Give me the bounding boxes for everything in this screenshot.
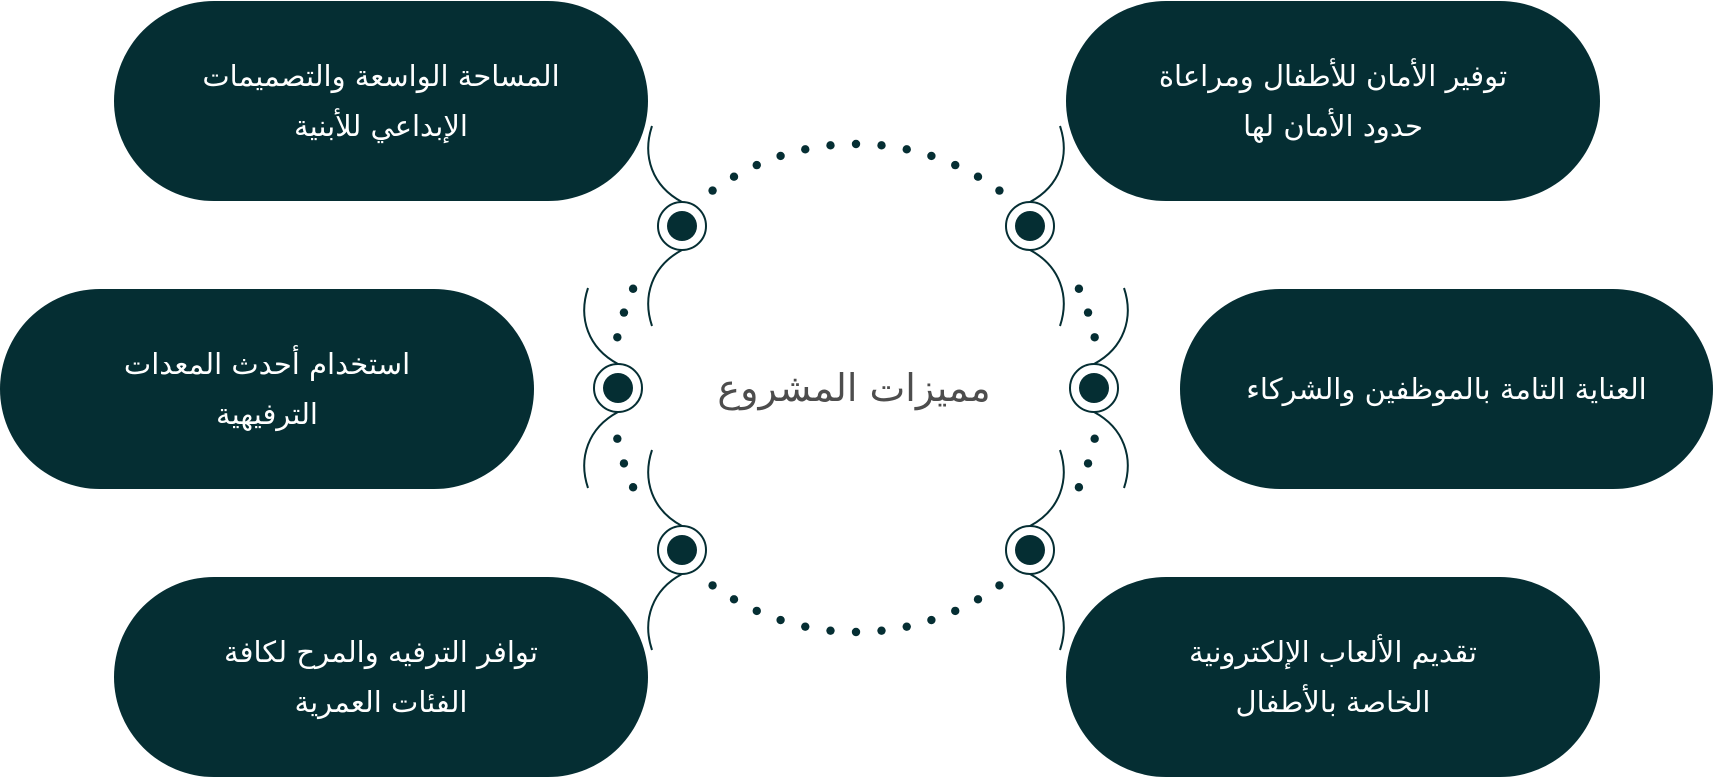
connector-curve-bottom-left <box>647 449 683 527</box>
circle-dot <box>902 622 911 631</box>
feature-text-line: الفئات العمرية <box>294 685 468 719</box>
feature-text-line: تقديم الألعاب الإلكترونية <box>1189 635 1477 669</box>
circle-dot <box>826 141 835 150</box>
connector-curve-mid-left <box>583 411 619 489</box>
circle-dot <box>1090 333 1099 342</box>
circle-dot <box>708 186 717 195</box>
connector-curve-mid-right <box>1093 411 1129 489</box>
feature-text-line: الخاصة بالأطفال <box>1235 685 1431 719</box>
circle-dot <box>752 606 761 616</box>
node-dot-mid-left <box>603 373 633 403</box>
node-ring-bottom-left <box>657 525 707 575</box>
circle-dot <box>776 151 785 161</box>
circle-dot <box>877 141 886 150</box>
node-dot-top-right <box>1015 211 1045 241</box>
connector-curve-mid-left <box>583 287 619 365</box>
node-ring-top-left <box>657 201 707 251</box>
feature-pill-bottom-right: تقديم الألعاب الإلكترونية الخاصة بالأطفا… <box>1066 577 1600 777</box>
circle-dot <box>927 615 936 625</box>
circle-dot <box>995 581 1004 590</box>
circle-dot <box>1083 459 1093 468</box>
circle-dot <box>729 595 739 604</box>
node-ring-top-right <box>1005 201 1055 251</box>
connector-curve-mid-right <box>1093 287 1129 365</box>
feature-text-line: الترفيهية <box>216 397 318 431</box>
connector-lines <box>583 125 1129 651</box>
circle-dot <box>628 483 638 492</box>
feature-text-line: حدود الأمان لها <box>1243 109 1423 143</box>
circle-dot <box>902 145 911 154</box>
feature-text-line: توفير الأمان للأطفال ومراعاة <box>1158 59 1508 93</box>
circle-dot <box>973 172 983 181</box>
feature-pill-top-left: المساحة الواسعة والتصميمات الإبداعي للأب… <box>114 1 648 201</box>
circle-dot <box>1083 308 1093 317</box>
node-dot-top-left <box>667 211 697 241</box>
circle-dot <box>619 308 629 317</box>
circle-dot <box>613 434 622 443</box>
circle-dot <box>1090 434 1099 443</box>
feature-pill-mid-left: استخدام أحدث المعدات الترفيهية <box>0 289 534 489</box>
connector-curve-top-left <box>647 125 683 203</box>
circle-dot <box>927 151 936 161</box>
circle-dot <box>613 333 622 342</box>
circle-dot <box>729 172 739 181</box>
connector-curve-bottom-left <box>647 573 683 651</box>
circle-dot <box>851 139 861 149</box>
circle-dot <box>995 186 1004 195</box>
circle-dot <box>826 626 835 635</box>
circle-dot <box>877 626 886 635</box>
circle-dot <box>752 160 761 170</box>
node-dot-mid-right <box>1079 373 1109 403</box>
circle-dot <box>619 459 629 468</box>
circle-dot <box>776 615 785 625</box>
feature-text-line: المساحة الواسعة والتصميمات <box>202 59 560 93</box>
feature-text-line: استخدام أحدث المعدات <box>123 347 411 381</box>
circle-dot <box>851 627 861 637</box>
connector-curve-top-right <box>1029 249 1065 327</box>
circle-dot <box>1074 284 1084 293</box>
circle-dot <box>801 145 810 154</box>
feature-pill-top-right: توفير الأمان للأطفال ومراعاة حدود الأمان… <box>1066 1 1600 201</box>
circle-dot <box>801 622 810 631</box>
center-title: مميزات المشروع <box>717 366 991 410</box>
dotted-circle <box>613 139 1099 637</box>
connector-curve-bottom-right <box>1029 573 1065 651</box>
node-ring-mid-right <box>1069 363 1119 413</box>
feature-text-line: الإبداعي للأبنية <box>294 109 468 143</box>
node-ring-mid-left <box>593 363 643 413</box>
node-dot-bottom-right <box>1015 535 1045 565</box>
connector-nodes <box>593 201 1119 575</box>
circle-dot <box>951 606 960 616</box>
node-dot-bottom-left <box>667 535 697 565</box>
node-ring-bottom-right <box>1005 525 1055 575</box>
circle-dot <box>628 284 638 293</box>
circle-dot <box>708 581 717 590</box>
feature-pill-mid-right: العناية التامة بالموظفين والشركاء <box>1180 289 1713 489</box>
circle-dot <box>973 595 983 604</box>
circle-dot <box>1074 483 1084 492</box>
circle-dot <box>951 160 960 170</box>
connector-curve-top-left <box>647 249 683 327</box>
feature-text-line: توافر الترفيه والمرح لكافة <box>224 635 538 669</box>
connector-curve-bottom-right <box>1029 449 1065 527</box>
connector-curve-top-right <box>1029 125 1065 203</box>
feature-text-line: العناية التامة بالموظفين والشركاء <box>1246 372 1647 406</box>
feature-pill-bottom-left: توافر الترفيه والمرح لكافة الفئات العمري… <box>114 577 648 777</box>
